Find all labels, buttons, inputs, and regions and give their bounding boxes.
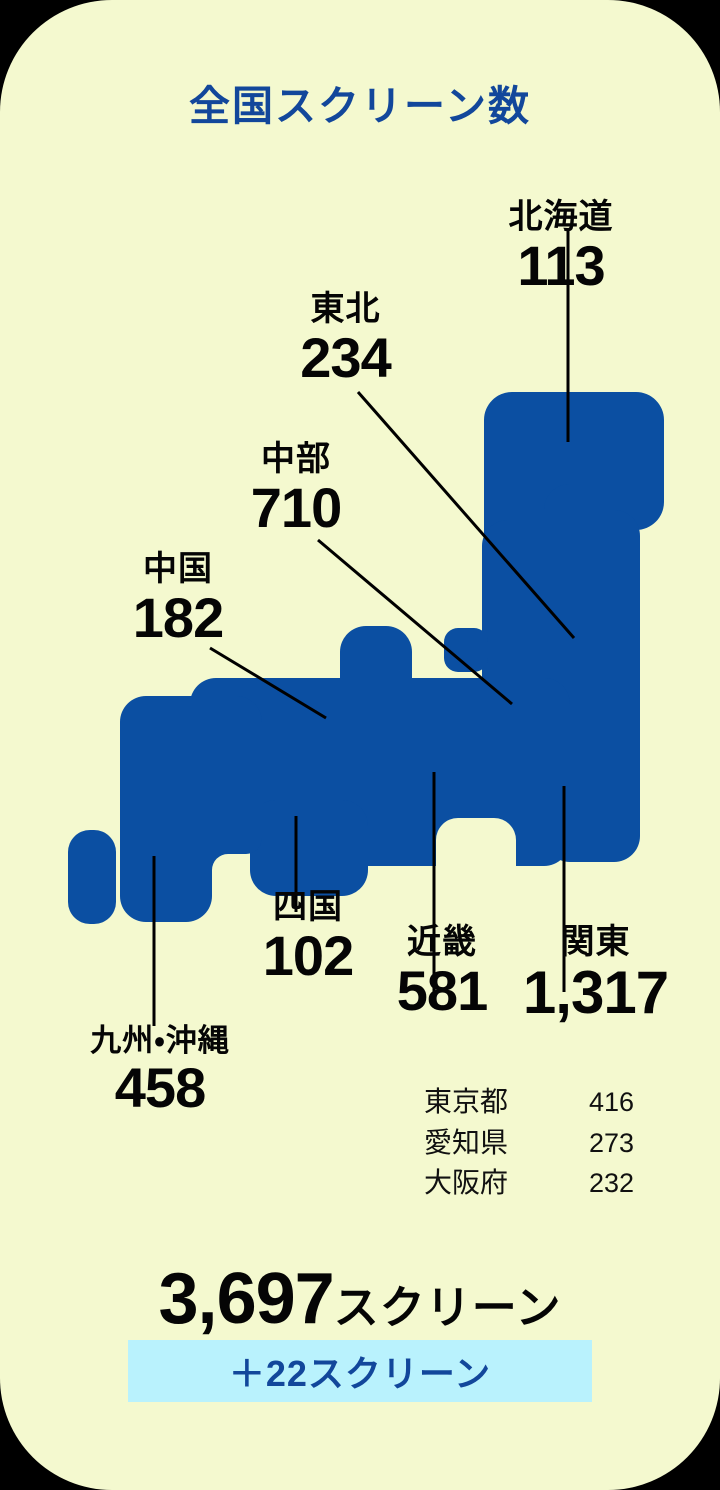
region-label-chugoku: 中国 182: [88, 552, 268, 646]
region-value-kanto: 1,317: [522, 959, 669, 1026]
prefecture-table: 東京都 416 愛知県 273 大阪府 232: [424, 1082, 634, 1204]
region-label-tohoku: 東北 234: [258, 292, 433, 386]
region-label-hokkaido: 北海道 113: [466, 200, 656, 294]
map-shape-chubu-square: [444, 628, 488, 672]
change-badge: ＋22スクリーン: [128, 1340, 592, 1402]
page-title: 全国スクリーン数: [189, 83, 531, 129]
prefecture-name-aichi: 愛知県: [424, 1126, 509, 1158]
prefecture-value-osaka: 232: [588, 1168, 634, 1199]
total-value: 3,697: [158, 1259, 335, 1339]
change-badge-label: ＋22スクリーン: [228, 1353, 492, 1394]
region-name-kyushu-okinawa: 九州・沖縄: [90, 1023, 230, 1058]
region-value-chugoku: 182: [132, 586, 224, 649]
region-value-hokkaido: 113: [517, 234, 605, 297]
japan-map-svg: [68, 230, 664, 1026]
region-name-chugoku: 中国: [143, 550, 213, 588]
region-name-tohoku: 東北: [310, 290, 381, 328]
region-name-shikoku: 四国: [273, 888, 343, 926]
region-name-kinki: 近畿: [407, 923, 477, 961]
prefecture-row-aichi: 愛知県 273: [424, 1123, 634, 1164]
region-label-chubu: 中部 710: [206, 442, 386, 536]
map-shape-okinawa: [68, 830, 116, 924]
prefecture-value-tokyo: 416: [588, 1087, 634, 1117]
region-label-kanto: 関東 1,317: [498, 925, 693, 1023]
region-name-kanto: 関東: [560, 923, 631, 961]
prefecture-row-osaka: 大阪府 232: [424, 1163, 634, 1204]
map-shape-chugoku: [250, 800, 368, 896]
region-label-kyushu-okinawa: 九州・沖縄 458: [30, 1025, 290, 1116]
prefecture-row-tokyo: 東京都 416: [424, 1082, 634, 1123]
region-label-shikoku: 四国 102: [228, 890, 388, 984]
leader-line-chugoku: [209, 646, 327, 720]
region-value-tohoku: 234: [300, 326, 391, 389]
japan-map: [0, 170, 720, 1070]
map-shape-kyushu: [120, 696, 262, 922]
leader-line-chubu: [317, 538, 513, 706]
region-name-hokkaido: 北海道: [508, 198, 614, 236]
region-name-chubu: 中部: [261, 440, 331, 478]
region-label-kinki: 近畿 581: [362, 925, 522, 1019]
total-screens: 3,697スクリーン: [0, 1258, 720, 1340]
prefecture-name-tokyo: 東京都: [424, 1086, 509, 1117]
region-value-shikoku: 102: [262, 924, 354, 987]
prefecture-name-osaka: 大阪府: [424, 1167, 509, 1199]
prefecture-value-aichi: 273: [588, 1127, 634, 1158]
region-value-kinki: 581: [396, 959, 488, 1022]
region-value-kyushu-okinawa: 458: [114, 1056, 206, 1119]
leader-line-tohoku: [356, 391, 576, 639]
total-unit: スクリーン: [333, 1282, 562, 1333]
region-value-chubu: 710: [250, 476, 342, 539]
